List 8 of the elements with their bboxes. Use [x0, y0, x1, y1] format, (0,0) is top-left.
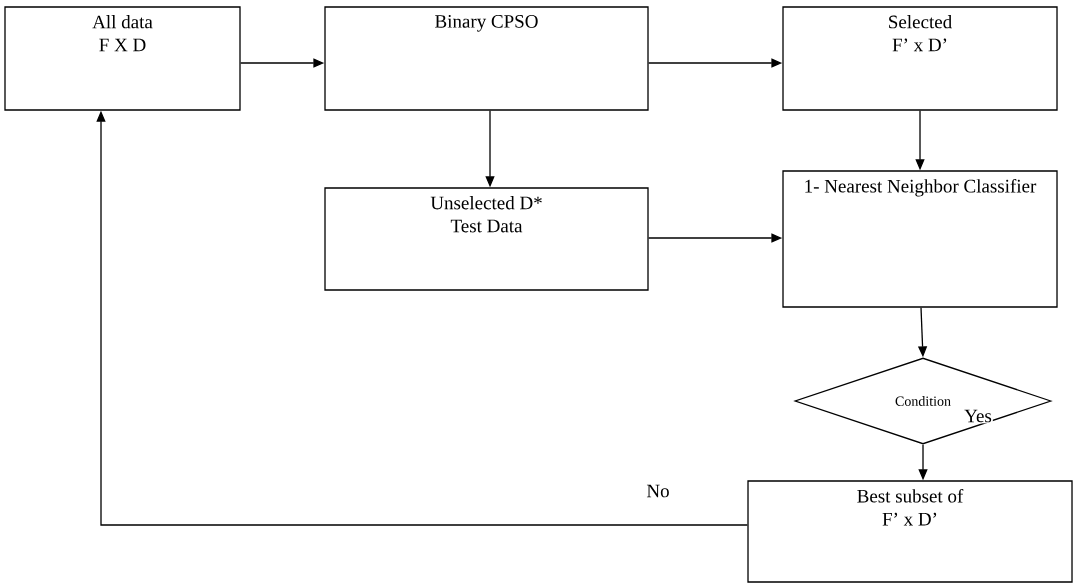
process-box: Unselected D* Test Data — [324, 187, 649, 291]
process-box: 1- Nearest Neighbor Classifier — [782, 170, 1058, 308]
process-box: Selected F’ x D’ — [782, 6, 1058, 111]
edge-label: No — [645, 483, 671, 499]
edge-label: Yes — [963, 408, 993, 424]
process-box: Best subset of F’ x D’ — [747, 480, 1073, 583]
process-box: All data F X D — [4, 6, 241, 111]
process-box: Binary CPSO — [324, 6, 649, 111]
